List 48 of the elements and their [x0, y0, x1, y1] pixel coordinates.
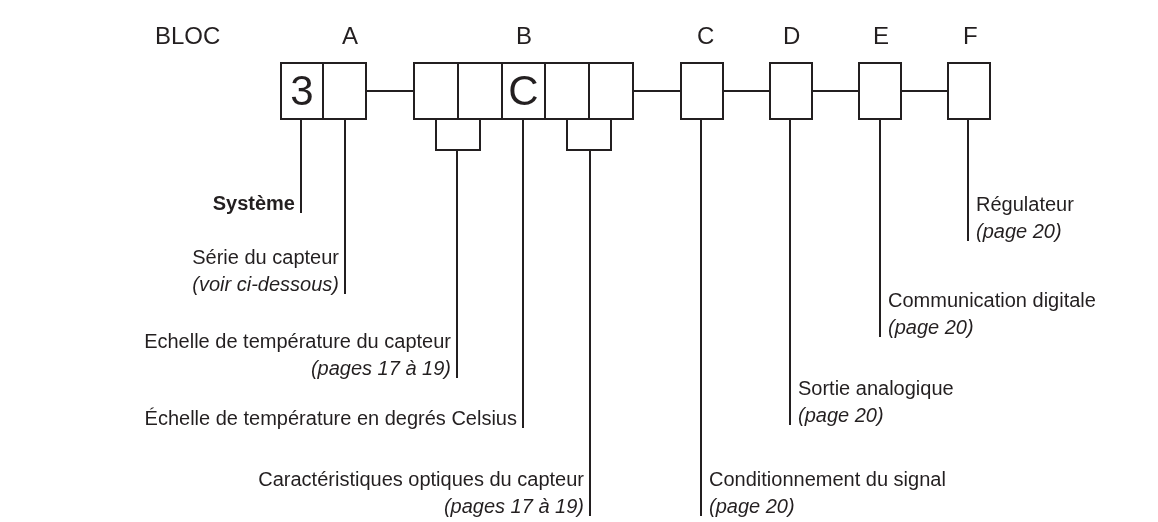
leader-line [700, 119, 702, 517]
option-label: Echelle de température du capteur [144, 329, 451, 354]
leader-line [456, 119, 481, 379]
dash-line [812, 90, 859, 92]
code-box [947, 62, 991, 120]
code-box [680, 62, 724, 120]
page-reference: (page 20) [976, 219, 1063, 244]
column-header: A [342, 22, 358, 50]
leader-line [344, 119, 346, 295]
option-label: Système [212, 191, 295, 216]
code-box: C [501, 62, 546, 120]
leader-line [589, 119, 612, 517]
column-header: BLOC [155, 22, 221, 50]
page-reference: (page 20) [798, 403, 885, 428]
code-box [858, 62, 902, 120]
code-box [769, 62, 813, 120]
page-reference: (voir ci-dessous) [192, 272, 339, 297]
leader-line [522, 119, 524, 429]
dash-line [366, 90, 414, 92]
column-header: E [873, 22, 889, 50]
option-label: Série du capteur [192, 245, 339, 270]
dash-line [723, 90, 770, 92]
page-reference: (pages 17 à 19) [309, 356, 451, 381]
page-reference: (pages 17 à 19) [442, 494, 584, 519]
leader-line [879, 119, 881, 338]
code-box [544, 62, 590, 120]
dash-line [901, 90, 948, 92]
leader-line [789, 119, 791, 426]
option-label: Conditionnement du signal [709, 467, 946, 492]
option-label: Caractéristiques optiques du capteur [258, 467, 584, 492]
leader-line [300, 119, 302, 214]
option-label: Communication digitale [888, 288, 1096, 313]
option-label: Sortie analogique [798, 376, 954, 401]
page-reference: (page 20) [888, 315, 975, 340]
column-header: C [697, 22, 715, 50]
column-header: B [516, 22, 532, 50]
column-header: F [963, 22, 978, 50]
leader-line [967, 119, 969, 242]
code-box [322, 62, 367, 120]
option-label: Échelle de température en degrés Celsius [144, 406, 517, 431]
column-header: D [783, 22, 801, 50]
code-box [457, 62, 503, 120]
page-reference: (page 20) [709, 494, 796, 519]
code-box: 3 [280, 62, 324, 120]
option-label: Régulateur [976, 192, 1074, 217]
dash-line [633, 90, 681, 92]
code-box [413, 62, 459, 120]
code-box [588, 62, 634, 120]
